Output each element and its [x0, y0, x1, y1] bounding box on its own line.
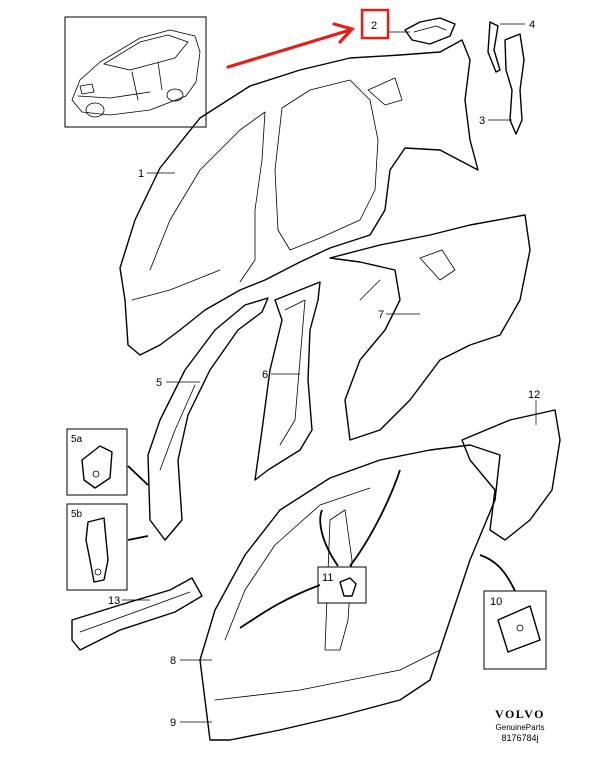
part-1-outer-side-panel: [119, 39, 479, 356]
part-4-reinforcement: [487, 21, 501, 73]
highlight-box: [360, 8, 390, 40]
diagram-code: 8176784j: [501, 733, 539, 743]
part-12-rear-quarter: [461, 409, 561, 541]
highlight-arrow: [226, 22, 355, 69]
inset-5b: [66, 503, 128, 591]
label-1: 1: [138, 168, 144, 180]
callout-10: [483, 590, 547, 670]
label-12: 12: [528, 389, 540, 401]
label-6: 6: [262, 369, 268, 381]
label-4: 4: [529, 19, 535, 31]
label-5b: 5b: [71, 509, 83, 520]
callout-arrows: [127, 465, 516, 629]
label-10: 10: [490, 596, 502, 608]
label-11: 11: [322, 572, 333, 584]
part-8-body-side: [199, 444, 501, 741]
brand-subtitle: GenuineParts: [495, 723, 545, 732]
leader-lines: [122, 23, 537, 723]
part-2-bracket: [404, 17, 456, 45]
car-thumbnail: [64, 16, 207, 128]
label-9: 9: [170, 717, 176, 729]
label-5: 5: [156, 377, 162, 389]
label-7: 7: [378, 309, 384, 321]
brand-logo: VOLVO: [495, 707, 545, 721]
label-2: 2: [371, 20, 377, 32]
label-13: 13: [108, 595, 120, 607]
brand-block: VOLVO GenuineParts 8176784j: [470, 707, 570, 743]
part-5-a-pillar: [147, 297, 269, 541]
label-3: 3: [479, 115, 485, 127]
part-3-reinforcement: [504, 33, 525, 135]
callout-11: [317, 566, 367, 604]
part-13-sill: [71, 577, 203, 651]
part-7-inner-panel: [329, 214, 531, 441]
part-6-b-pillar: [254, 281, 321, 481]
label-8: 8: [170, 655, 176, 667]
label-5a: 5a: [71, 434, 83, 445]
inset-5a: [66, 428, 128, 496]
